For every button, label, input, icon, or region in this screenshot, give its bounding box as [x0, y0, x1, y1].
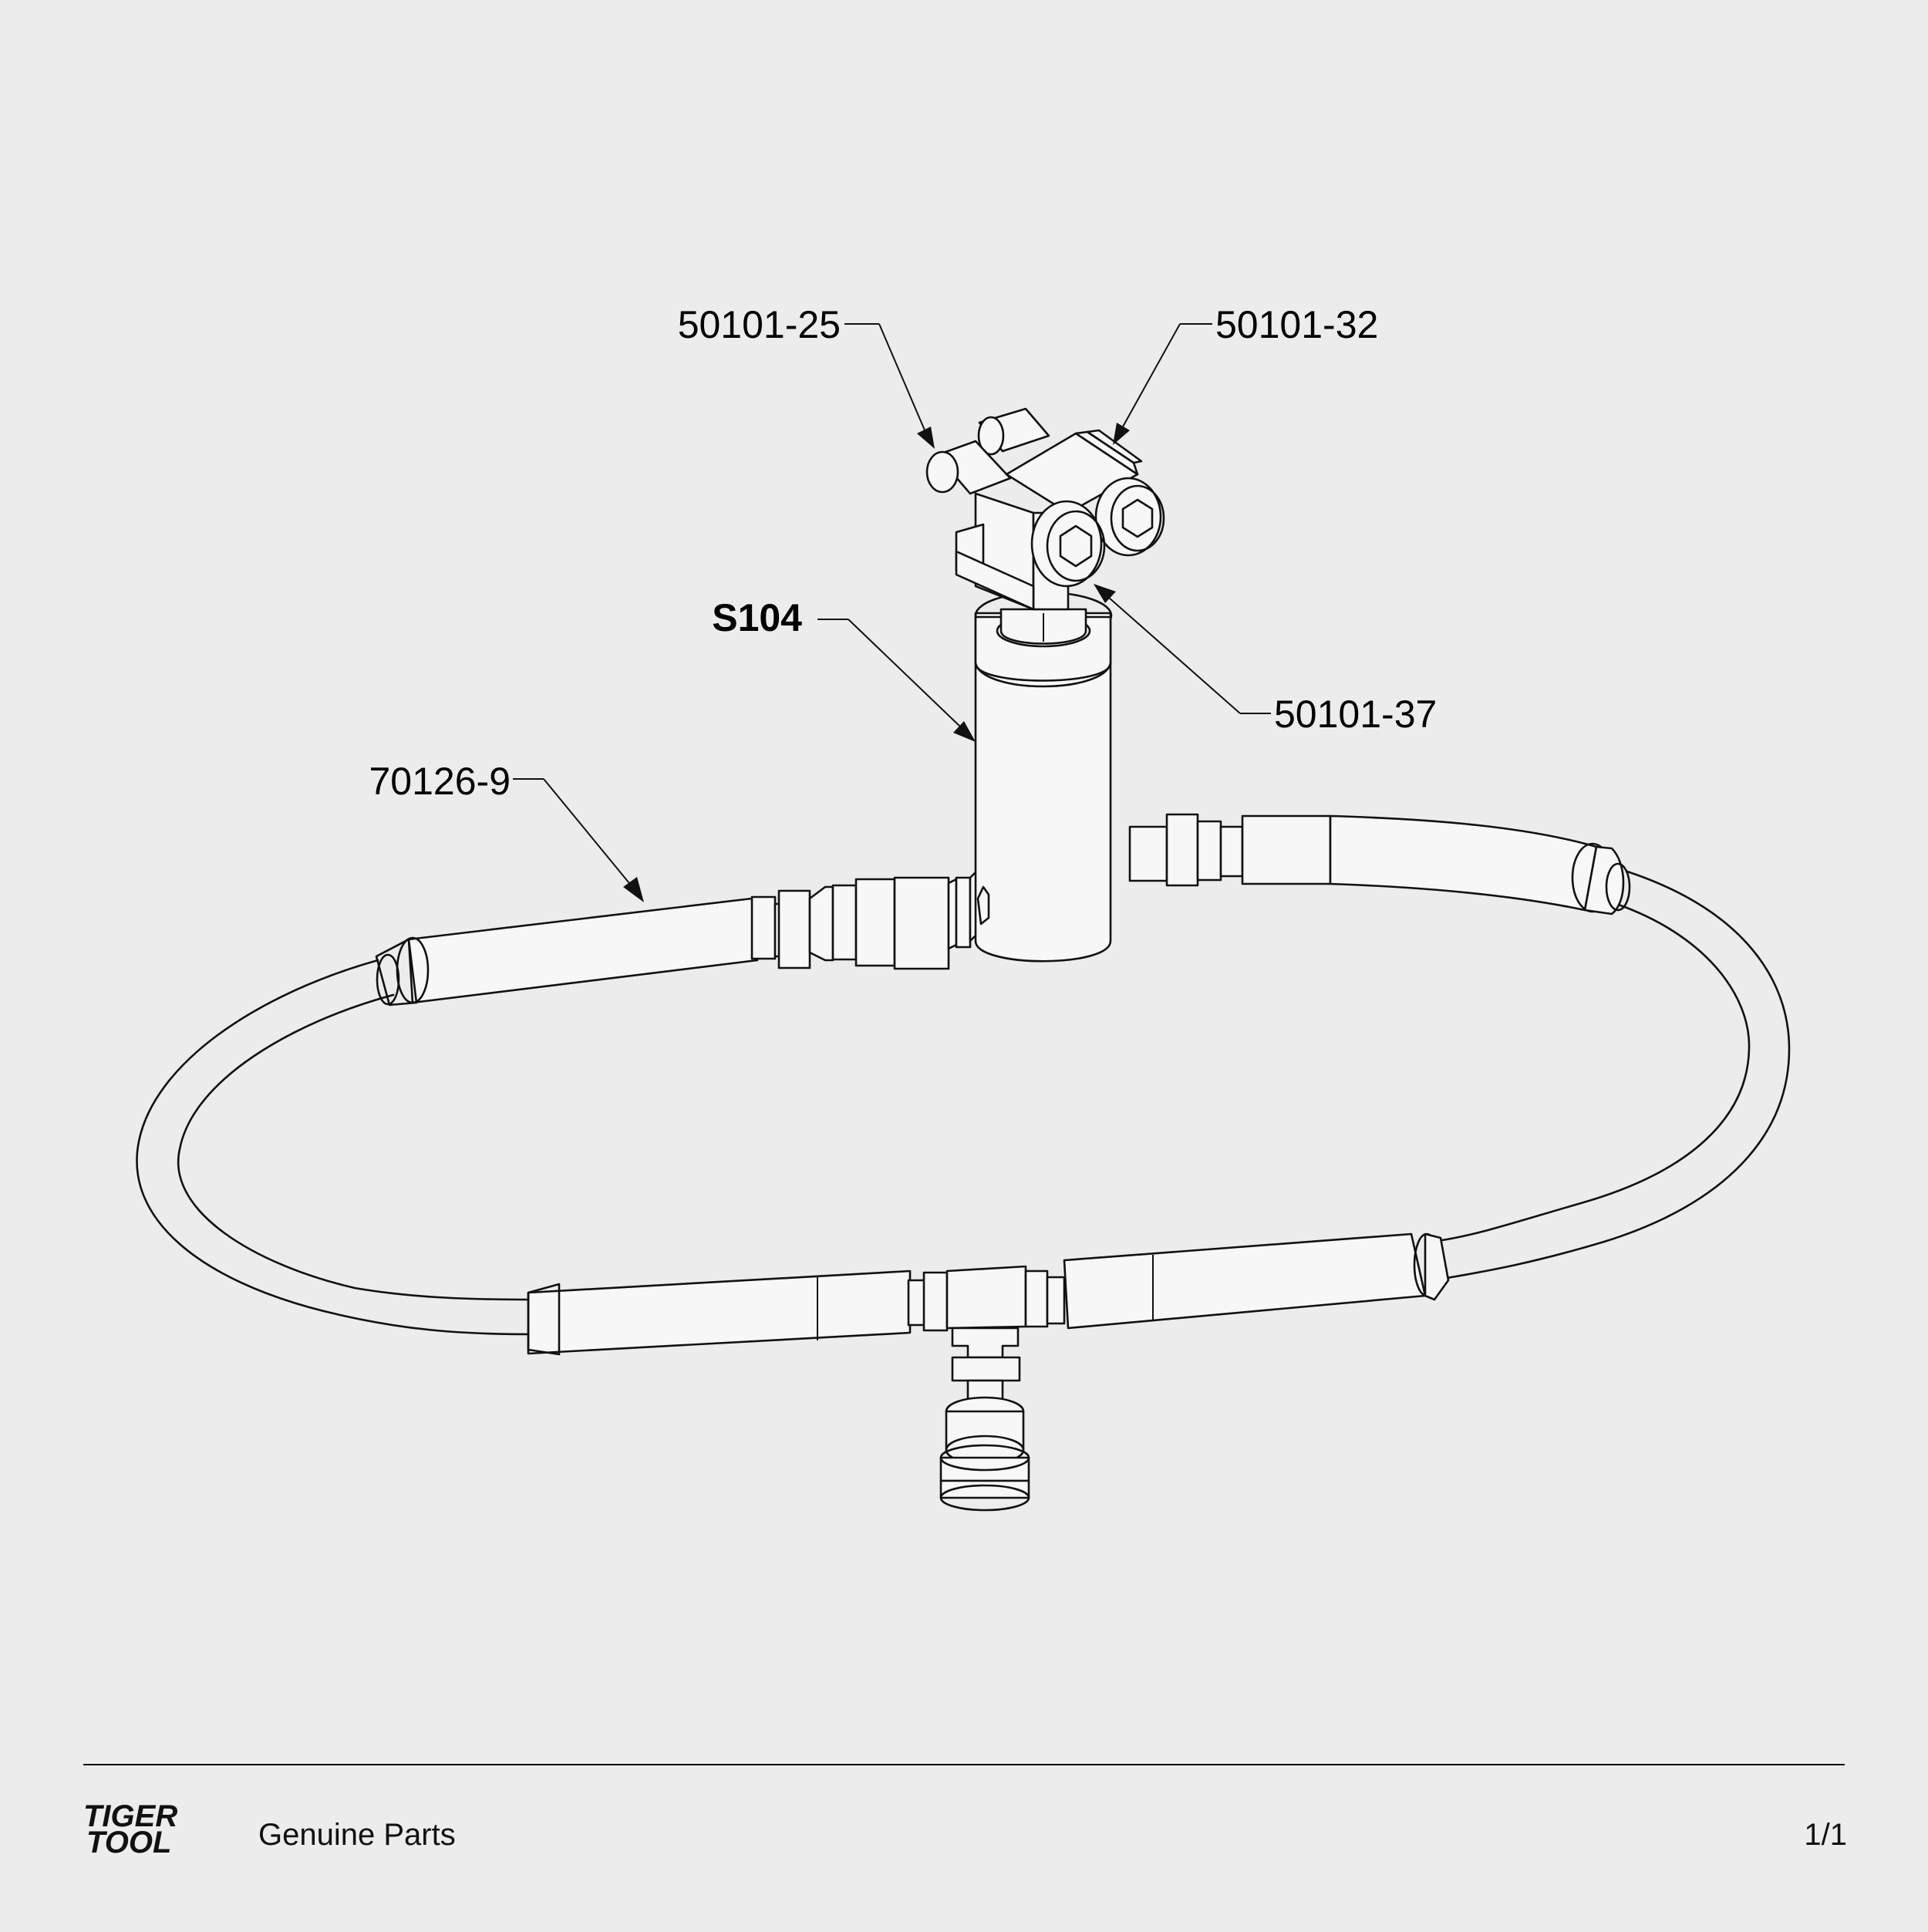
- brand-logo-line2: TOOL: [86, 1826, 171, 1860]
- hose-callout: 70126-9: [369, 760, 511, 803]
- page-number: 1/1: [1804, 1818, 1847, 1852]
- pin-callout: 50101-25: [678, 303, 841, 346]
- clamp-callout: 50101-32: [1215, 303, 1378, 346]
- clamp-leader: [1113, 323, 1212, 445]
- footer-tagline: Genuine Parts: [258, 1818, 456, 1852]
- pin-leader: [844, 323, 935, 449]
- bolt-callout: 50101-37: [1274, 693, 1437, 736]
- kit-leader: [817, 619, 976, 742]
- hose-leader: [513, 778, 644, 902]
- kit-callout: S104: [712, 596, 802, 639]
- hose-assembly: [136, 813, 1791, 1512]
- bolt-leader: [1094, 584, 1271, 714]
- clamp-head: [925, 407, 1165, 611]
- pump-cylinder: [974, 591, 1113, 963]
- brand-logo: TIGER TOOL: [83, 1799, 177, 1860]
- brand-logo-line1: TIGER: [83, 1799, 177, 1833]
